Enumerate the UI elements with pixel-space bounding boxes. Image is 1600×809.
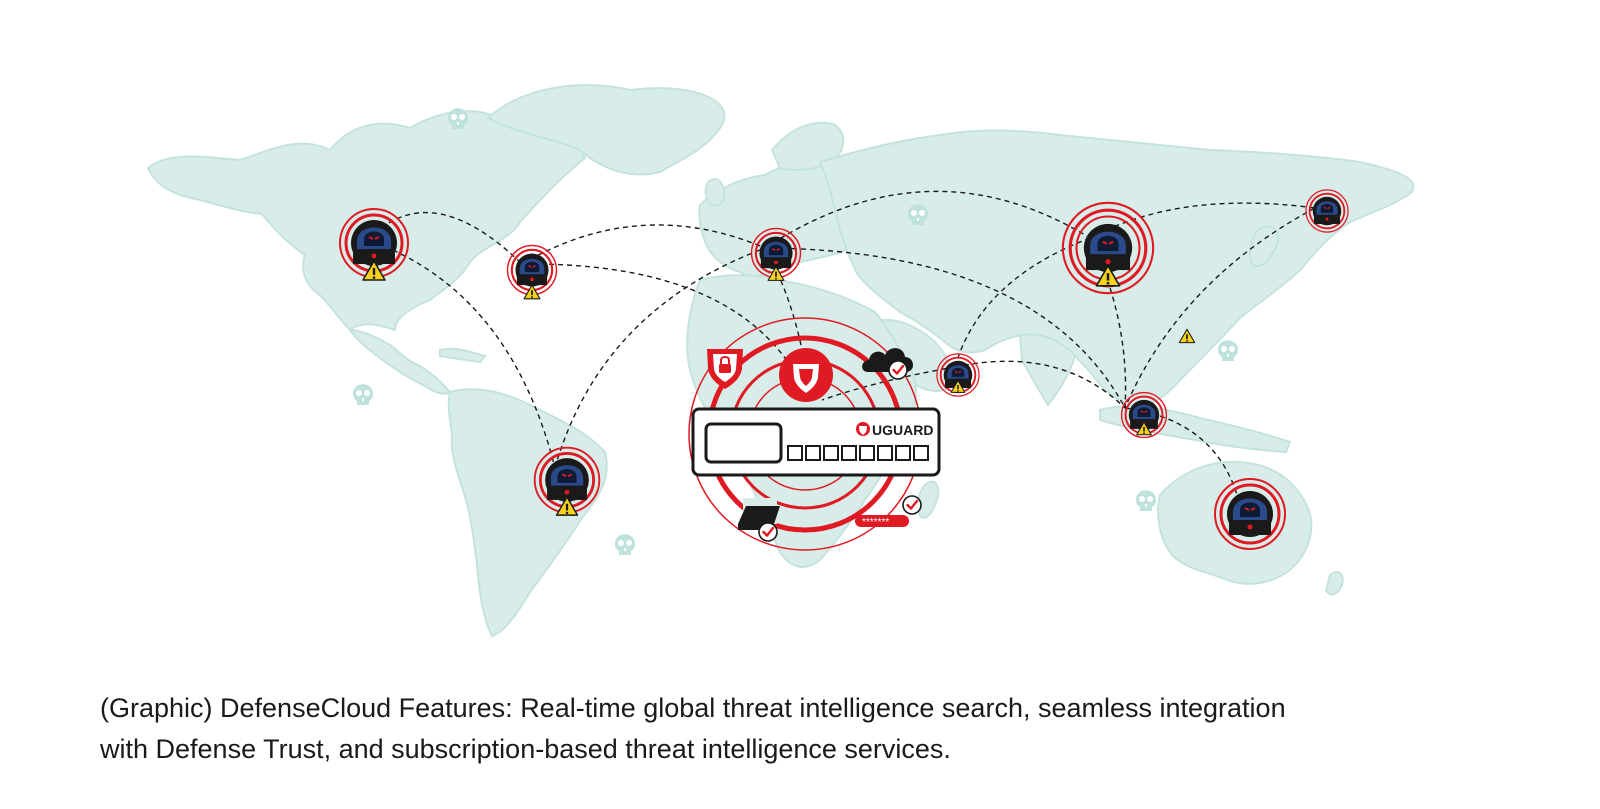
threat-node (936, 353, 980, 397)
japan-landmass (1249, 225, 1280, 268)
checkmark-badge-icon (901, 494, 923, 516)
hacker-icon (1312, 196, 1342, 226)
connection-line (521, 263, 791, 366)
central-america-landmass (348, 328, 452, 395)
checkmark-badge-icon (757, 521, 779, 543)
threat-node (506, 244, 558, 300)
threat-node (1061, 201, 1155, 295)
scandinavia-landmass (770, 121, 845, 171)
hacker-icon (1226, 490, 1274, 538)
threat-node (339, 208, 409, 281)
threat-node (1214, 478, 1286, 550)
skull-icon (1136, 490, 1156, 511)
threat-node (1120, 391, 1168, 439)
cloud-icon (862, 348, 914, 381)
central-hub: UGUARD ******* (688, 317, 941, 551)
hacker-icon (1082, 222, 1134, 274)
threat-intelligence-world-map: UGUARD ******* (146, 84, 1415, 638)
port-row (787, 445, 929, 461)
checkmark-badge-icon (887, 359, 909, 381)
figure-caption: (Graphic) DefenseCloud Features: Real-ti… (100, 688, 1520, 770)
connection-line (764, 190, 1091, 249)
skull-icon (615, 534, 635, 555)
connection-line (554, 247, 766, 469)
britain-landmass (704, 178, 726, 207)
connection-line (521, 224, 766, 265)
hacker-icon (544, 457, 590, 503)
brand-shield-icon (779, 348, 833, 402)
hacker-icon (350, 219, 398, 267)
greenland-landmass (486, 84, 726, 176)
brand-name: UGUARD (872, 422, 933, 438)
skull-icon (353, 384, 373, 405)
caption-line-1: (Graphic) DefenseCloud Features: Real-ti… (100, 693, 1286, 723)
threat-node (533, 446, 601, 516)
hacker-icon (514, 252, 550, 288)
warning-icon (523, 284, 541, 300)
connection-line (954, 237, 1091, 368)
india-landmass (1018, 333, 1077, 407)
hacker-icon (758, 235, 794, 271)
skull-icon (1218, 340, 1238, 361)
caribbean-landmass (439, 347, 487, 364)
brand-logo: UGUARD (856, 422, 933, 438)
connection-line (1124, 207, 1316, 409)
security-appliance: UGUARD (691, 407, 941, 477)
new-zealand-landmass (1324, 571, 1344, 596)
connection-line (367, 239, 556, 469)
password-field-icon: ******* (855, 494, 923, 528)
shield-lock-icon (707, 349, 743, 389)
threat-nodes (339, 189, 1349, 550)
europe-landmass (698, 158, 864, 277)
threat-node (1305, 189, 1349, 233)
indonesia-landmass (1099, 405, 1292, 454)
madagascar-landmass (916, 480, 940, 519)
password-mask: ******* (862, 517, 889, 528)
south-america-landmass (447, 388, 608, 638)
caption-line-2: with Defense Trust, and subscription-bas… (100, 734, 951, 764)
threat-node (750, 227, 802, 281)
folder-icon (738, 498, 780, 543)
